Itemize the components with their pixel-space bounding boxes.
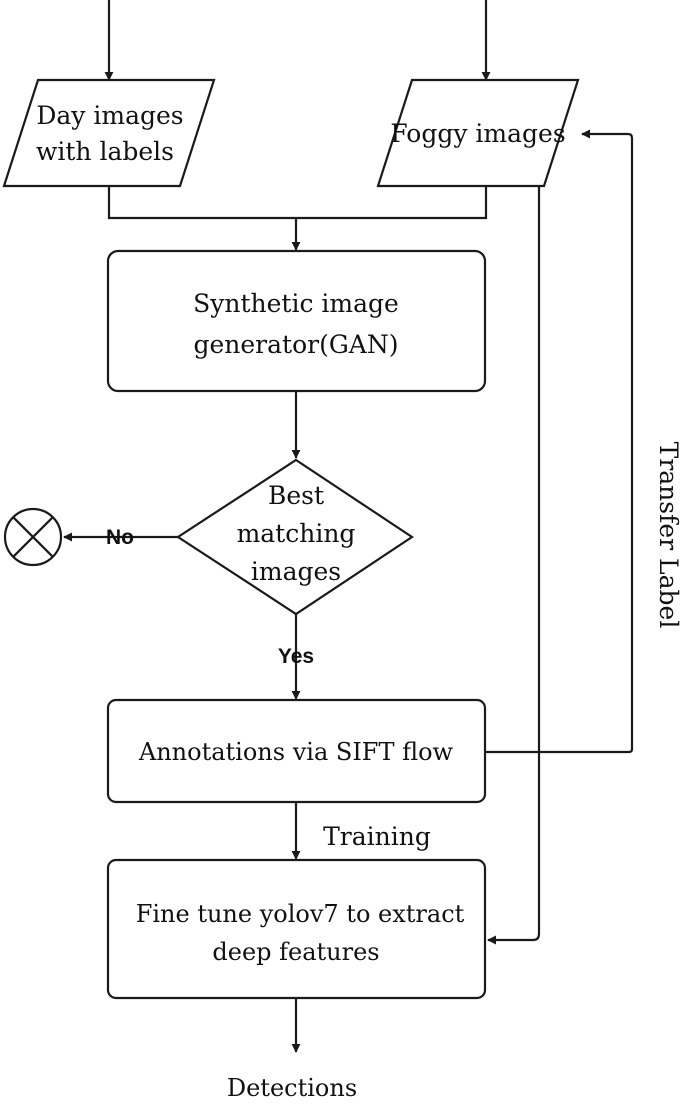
- decision-label-1: Best: [268, 481, 324, 510]
- detections-label: Detections: [227, 1074, 357, 1102]
- yolo-label-2: deep features: [212, 938, 379, 966]
- gan-label-2: generator(GAN): [193, 330, 398, 359]
- foggy-images-node: [376, 78, 580, 188]
- day-images-label-1: Day images: [36, 101, 183, 130]
- gan-node: [106, 249, 487, 393]
- merge-connector: [107, 186, 488, 220]
- foggy-to-yolo-line: [487, 186, 541, 945]
- foggy-images-label: Foggy images: [390, 119, 565, 148]
- decision-label-3: images: [251, 557, 341, 586]
- gan-label-1: Synthetic image: [193, 289, 399, 318]
- transfer-label-loop: [485, 129, 634, 754]
- terminate-cross-b: [12, 516, 54, 558]
- decision-label-2: matching: [237, 519, 356, 548]
- no-label: No: [106, 526, 134, 549]
- day-images-label-2: with labels: [36, 137, 174, 166]
- yolo-node: [106, 858, 487, 1000]
- day-images-node: [2, 78, 216, 188]
- training-label: Training: [323, 822, 431, 851]
- yolo-label-1: Fine tune yolov7 to extract: [136, 900, 465, 928]
- transfer-label: Transfer Label: [654, 442, 683, 629]
- sift-label: Annotations via SIFT flow: [138, 738, 454, 766]
- yes-label: Yes: [278, 645, 314, 668]
